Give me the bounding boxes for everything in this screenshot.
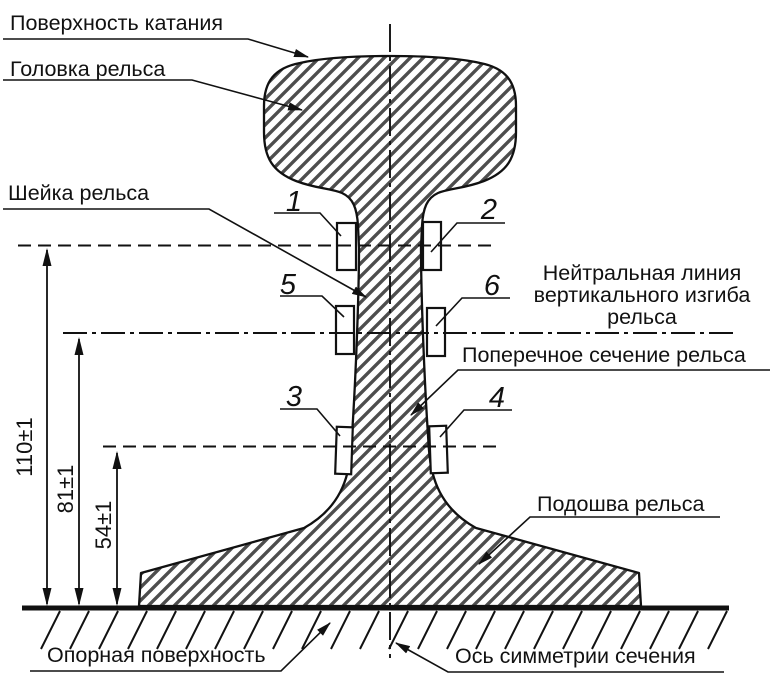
label-neutral-line: Нейтральная линия вертикального изгиба р… <box>534 261 751 329</box>
label-rolling-surface: Поверхность катания <box>10 11 223 35</box>
reference-lines <box>18 24 735 658</box>
label-rail-foot: Подошва рельса <box>537 492 704 516</box>
gauge-rect-1 <box>335 221 358 272</box>
gauge-rect-5 <box>334 304 356 356</box>
gauge-rects <box>334 220 449 476</box>
label-rail-web: Шейка рельса <box>8 181 149 205</box>
dimension-54-label: 54±1 <box>91 501 116 550</box>
dimension-81-label: 81±1 <box>53 465 78 514</box>
leader-support-surface <box>30 622 331 672</box>
leader-lines <box>3 38 770 673</box>
label-support-surface: Опорная поверхность <box>47 643 266 667</box>
marker-4: 4 <box>489 382 505 414</box>
marker-leaders <box>274 212 512 438</box>
dimension-arrowheads <box>42 248 122 606</box>
gauge-rect-4 <box>428 424 449 475</box>
dimension-110-label: 110±1 <box>12 417 37 476</box>
marker-5: 5 <box>280 269 297 301</box>
leader-cross-section <box>410 369 770 416</box>
label-symmetry-axis: Ось симметрии сечения <box>455 644 696 668</box>
dimension-lines <box>46 250 118 604</box>
marker-2: 2 <box>480 194 497 226</box>
gauge-rect-3 <box>334 425 354 476</box>
marker-1: 1 <box>286 186 302 218</box>
leader-rolling-surface <box>3 38 310 58</box>
label-neutral-line-row2: вертикального изгиба <box>534 283 751 307</box>
leader-rail-head <box>3 79 304 111</box>
label-neutral-line-row3: рельса <box>607 305 677 329</box>
label-rail-head: Головка рельса <box>10 57 165 81</box>
marker-3: 3 <box>286 381 302 413</box>
leader-rail-web <box>3 208 367 298</box>
leader-rail-foot <box>478 516 720 565</box>
label-cross-section: Поперечное сечение рельса <box>462 343 746 367</box>
support-surface-hatching <box>40 610 728 650</box>
leader-symmetry-axis <box>395 642 724 673</box>
marker-6: 6 <box>484 270 501 302</box>
label-neutral-line-row1: Нейтральная линия <box>543 261 742 285</box>
gauge-rect-6 <box>425 306 447 358</box>
